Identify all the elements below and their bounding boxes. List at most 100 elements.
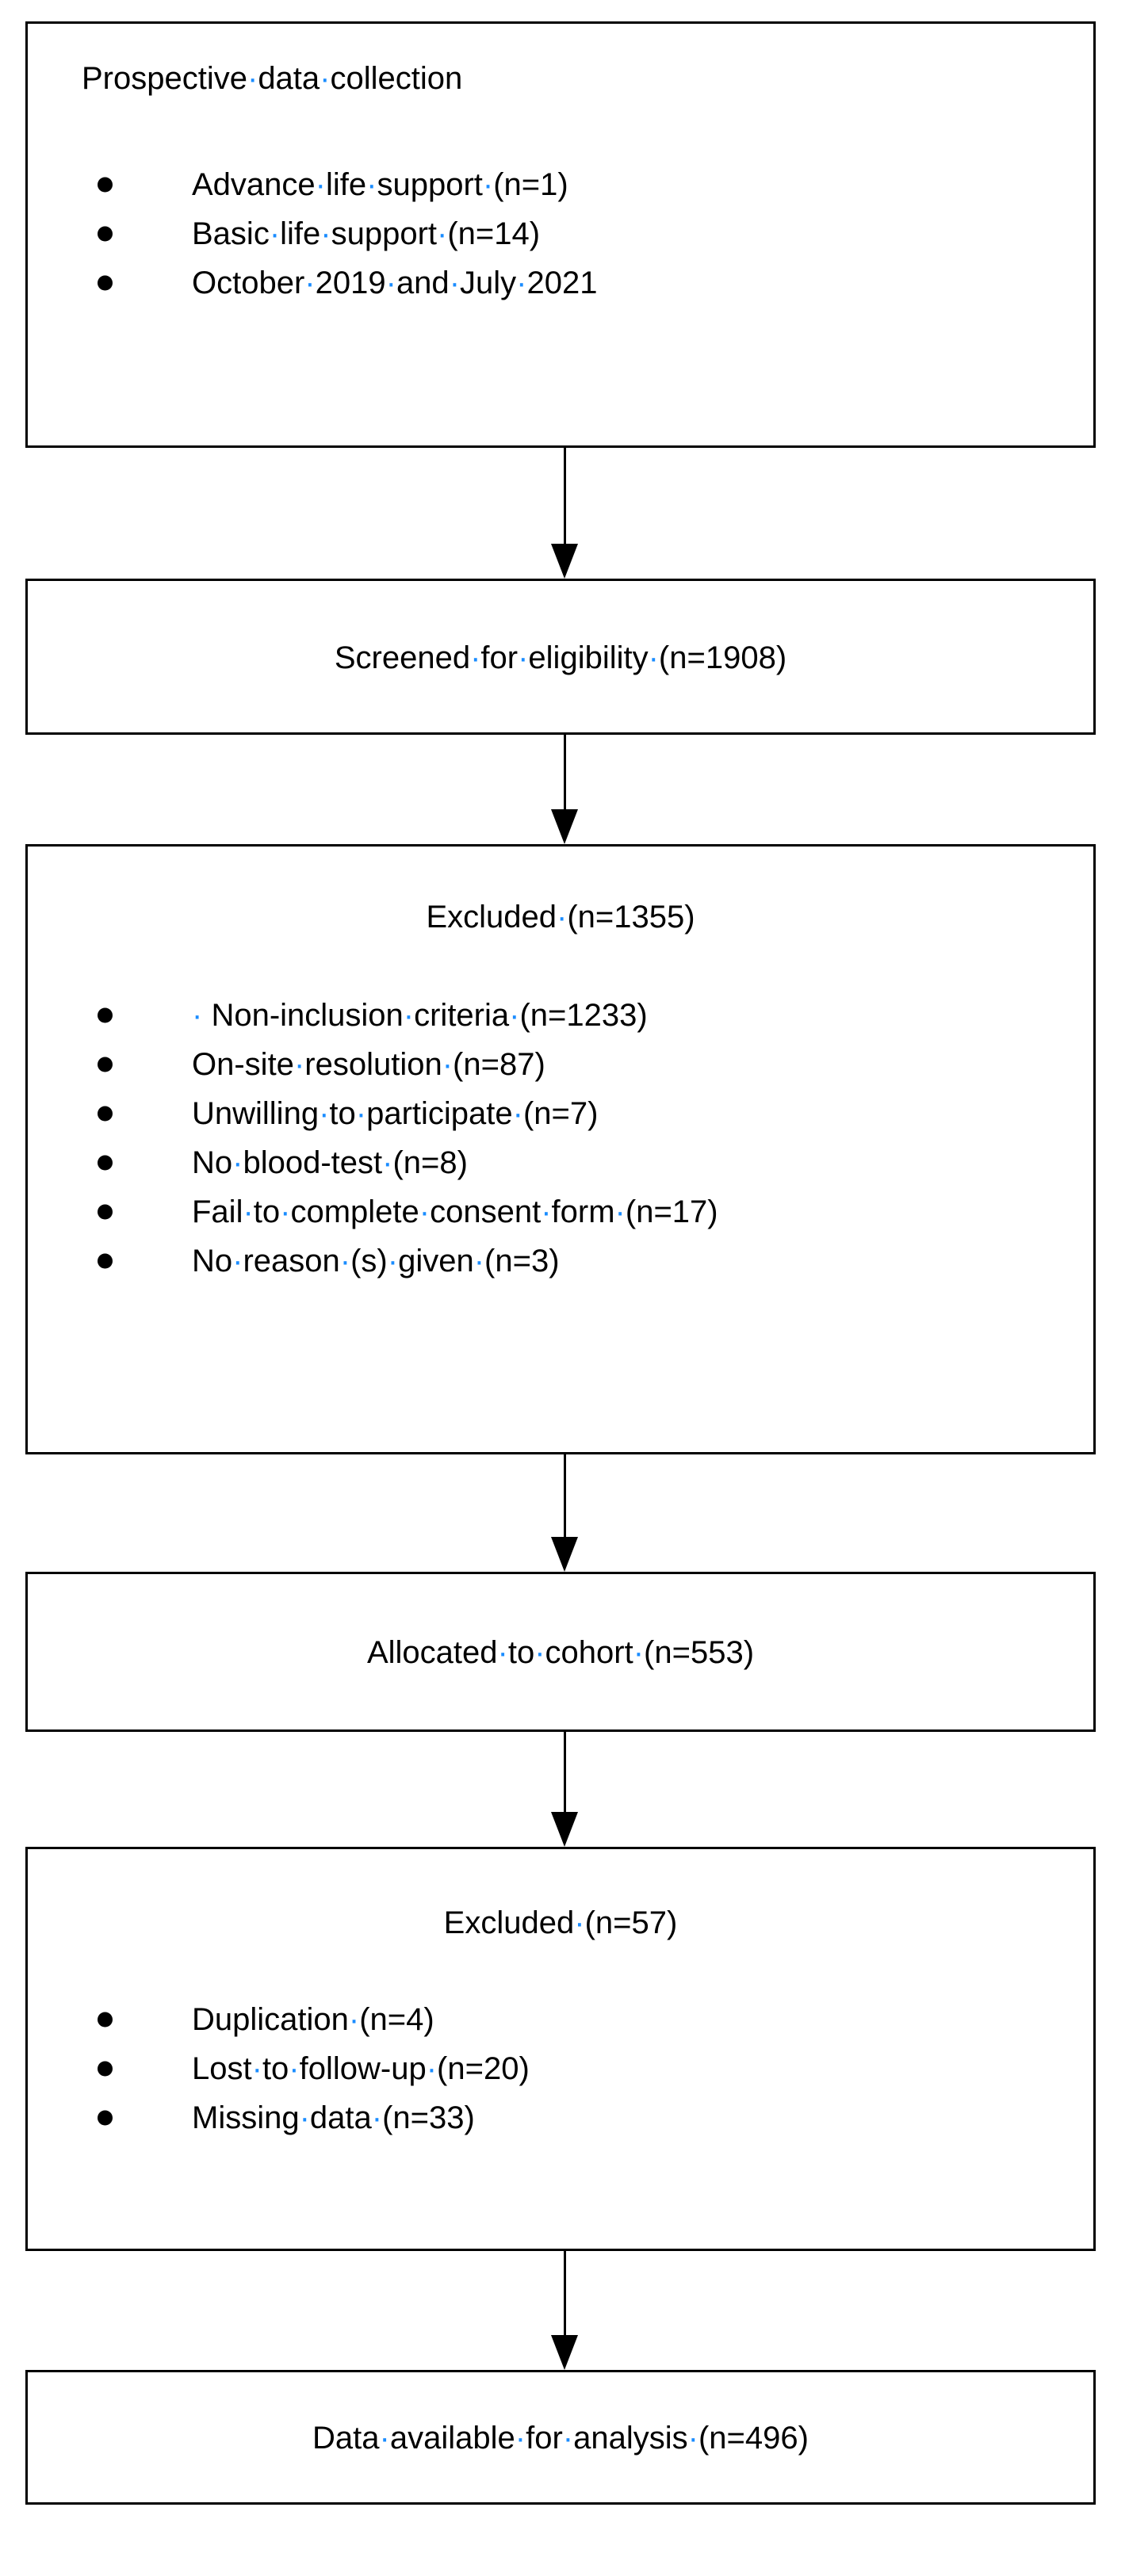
space-mark: ·: [442, 1047, 454, 1082]
text-word: July: [460, 266, 517, 300]
text-word: life: [280, 216, 321, 251]
space-mark: ·: [518, 640, 529, 675]
bullet-list: Advance·life·support·(n=1)Basic·life·sup…: [28, 160, 1093, 308]
text-word: No: [192, 1244, 233, 1278]
space-mark: ·: [371, 2100, 383, 2135]
bullet-item-label: Duplication·(n=4): [192, 2002, 434, 2037]
space-mark: ·: [534, 1635, 545, 1670]
space-mark: ·: [315, 167, 326, 202]
connector-arrowhead-4: [551, 1812, 578, 1847]
bullet-item-label: Fail·to·complete·consent·form·(n=17): [192, 1194, 718, 1229]
text-word: for: [526, 2421, 563, 2456]
text-word: Allocated: [366, 1635, 498, 1670]
text-word: (s): [350, 1244, 388, 1278]
text-word: Excluded: [426, 900, 557, 934]
space-mark: ·: [293, 1047, 305, 1082]
space-mark: ·: [557, 900, 568, 934]
text-word: cohort: [545, 1635, 633, 1670]
text-word: support: [331, 216, 438, 251]
bullet-list-item: Unwilling·to·participate·(n=7): [28, 1089, 1093, 1138]
space-mark: ·: [403, 998, 415, 1033]
bullet-item-label: Lost·to·follow-up·(n=20): [192, 2051, 530, 2086]
text-word: criteria: [414, 998, 510, 1033]
text-word: form: [551, 1194, 615, 1229]
text-word: (n=4): [359, 2002, 434, 2037]
text-word: On-site: [192, 1047, 294, 1082]
text-word: Advance: [192, 167, 316, 202]
text-word: (n=33): [382, 2100, 475, 2135]
text-word: eligibility: [528, 640, 649, 675]
text-word: No: [192, 1145, 233, 1180]
text-word: (n=7): [522, 1096, 599, 1131]
space-mark: ·: [562, 2421, 574, 2456]
space-mark: ·: [304, 266, 316, 300]
space-mark: ·: [339, 1244, 351, 1278]
bullet-list-item: · Non-inclusion·criteria·(n=1233): [28, 991, 1093, 1040]
text-word: collection: [330, 61, 463, 96]
text-word: (n=57): [584, 1905, 678, 1940]
text-word: to: [329, 1096, 356, 1131]
bullet-list-item: No·reason·(s)·given·(n=3): [28, 1236, 1093, 1286]
flow-box-data-available-for-analysis: Data·available·for·analysis·(n=496): [25, 2370, 1096, 2505]
space-mark: ·: [289, 2051, 300, 2086]
text-word: to: [507, 1635, 535, 1670]
connector-arrowhead-3: [551, 1537, 578, 1572]
text-word: (n=8): [392, 1145, 468, 1180]
text-word: October: [192, 266, 305, 300]
text-word: (n=1908): [658, 640, 787, 675]
space-mark: ·: [348, 2002, 360, 2037]
space-mark: ·: [232, 1244, 243, 1278]
connector-line-2: [564, 735, 566, 809]
box-heading: Data·available·for·analysis·(n=496): [28, 2420, 1093, 2456]
text-word: blood-test: [243, 1145, 383, 1180]
flow-box-excluded-screening: Excluded·(n=1355) · Non-inclusion·criter…: [25, 844, 1096, 1454]
space-mark: ·: [482, 167, 494, 202]
space-mark: ·: [470, 640, 481, 675]
bullet-item-label: October·2019·and·July·2021: [192, 266, 597, 300]
text-word: complete: [290, 1194, 419, 1229]
text-word: (n=20): [437, 2051, 530, 2086]
space-mark: ·: [387, 1244, 399, 1278]
text-word: reason: [243, 1244, 340, 1278]
space-mark: ·: [247, 61, 258, 96]
bullet-item-label: No·reason·(s)·given·(n=3): [192, 1244, 560, 1278]
bullet-dot-icon: [98, 1204, 113, 1220]
text-word: 2021: [526, 266, 598, 300]
text-word: Data: [312, 2421, 380, 2456]
space-mark: ·: [633, 1635, 645, 1670]
bullet-list-item: Lost·to·follow-up·(n=20): [28, 2044, 1093, 2093]
text-word: analysis: [573, 2421, 688, 2456]
text-word: life: [326, 167, 367, 202]
text-word: (n=3): [484, 1244, 560, 1278]
box-heading: Excluded·(n=57): [28, 1905, 1093, 1941]
flow-box-screened-for-eligibility: Screened·for·eligibility·(n=1908): [25, 579, 1096, 735]
flow-box-excluded-follow-up: Excluded·(n=57) Duplication·(n=4)Lost·to…: [25, 1847, 1096, 2251]
text-word: Unwilling: [192, 1096, 320, 1131]
text-word: (n=1): [493, 167, 568, 202]
bullet-list-item: October·2019·and·July·2021: [28, 258, 1093, 308]
space-mark: ·: [243, 1194, 254, 1229]
space-mark: ·: [497, 1635, 508, 1670]
text-word: consent: [430, 1194, 542, 1229]
bullet-item-label: No·blood-test·(n=8): [192, 1145, 468, 1180]
text-word: (n=553): [644, 1635, 755, 1670]
bullet-list-item: No·blood-test·(n=8): [28, 1138, 1093, 1187]
flow-box-allocated-to-cohort: Allocated·to·cohort·(n=553): [25, 1572, 1096, 1732]
bullet-item-label: Advance·life·support·(n=1): [192, 167, 568, 202]
space-mark: ·: [232, 1145, 243, 1180]
bullet-item-label: Missing·data·(n=33): [192, 2100, 475, 2135]
space-mark: ·: [648, 640, 659, 675]
text-word: resolution: [304, 1047, 442, 1082]
bullet-item-label: On-site·resolution·(n=87): [192, 1047, 545, 1082]
bullet-dot-icon: [98, 2110, 113, 2126]
space-mark: ·: [516, 266, 527, 300]
bullet-dot-icon: [98, 226, 113, 242]
space-mark: ·: [299, 2100, 310, 2135]
bullet-list: · Non-inclusion·criteria·(n=1233)On-site…: [28, 991, 1093, 1286]
text-word: given: [398, 1244, 474, 1278]
connector-arrowhead-5: [551, 2335, 578, 2370]
space-mark: ·: [319, 1096, 330, 1131]
space-mark: ·: [687, 2421, 698, 2456]
text-word: available: [389, 2421, 515, 2456]
text-word: (n=1233): [519, 998, 648, 1033]
